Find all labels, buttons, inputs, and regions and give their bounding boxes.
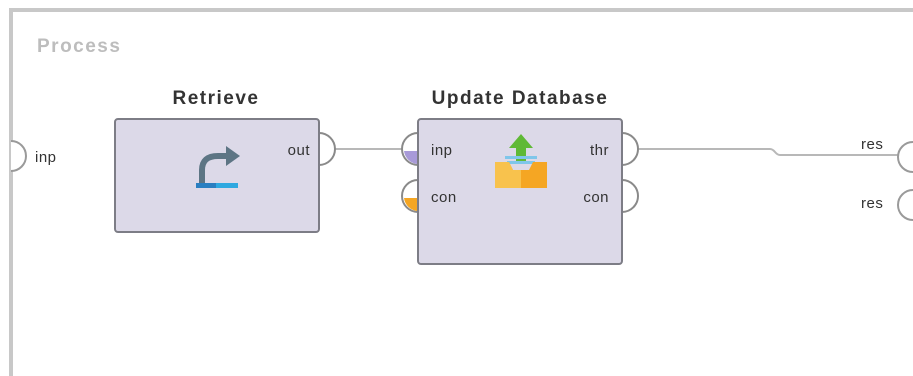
retrieve-operator[interactable]: out bbox=[114, 118, 320, 233]
canvas-border-left bbox=[9, 8, 13, 376]
update-con-out-port-shape bbox=[621, 179, 639, 213]
update-con-in-port-label[interactable]: con bbox=[431, 189, 457, 206]
database-upload-tray-icon bbox=[495, 134, 547, 188]
update-database-operator[interactable]: inp con thr con bbox=[417, 118, 623, 265]
retrieve-curved-arrow-icon bbox=[196, 146, 240, 188]
wire-update-to-result bbox=[637, 148, 902, 156]
result-port-2-label[interactable]: res bbox=[861, 195, 884, 212]
update-thr-port-shape bbox=[621, 132, 639, 166]
update-con-out-port-label[interactable]: con bbox=[583, 189, 609, 206]
update-thr-port-label[interactable]: thr bbox=[589, 142, 609, 159]
retrieve-operator-title: Retrieve bbox=[172, 88, 260, 109]
retrieve-out-port-label[interactable]: out bbox=[287, 142, 310, 159]
update-database-operator-title: Update Database bbox=[431, 88, 609, 109]
result-port-1-shape bbox=[897, 141, 913, 173]
update-inp-port-label[interactable]: inp bbox=[431, 142, 453, 159]
canvas-border-top bbox=[9, 8, 913, 12]
result-port-1-label[interactable]: res bbox=[861, 136, 884, 153]
result-port-2-shape bbox=[897, 189, 913, 221]
process-title: Process bbox=[37, 36, 122, 57]
process-input-port-shape bbox=[10, 140, 27, 172]
process-input-port-label[interactable]: inp bbox=[35, 149, 57, 166]
retrieve-out-port-shape bbox=[318, 132, 336, 166]
